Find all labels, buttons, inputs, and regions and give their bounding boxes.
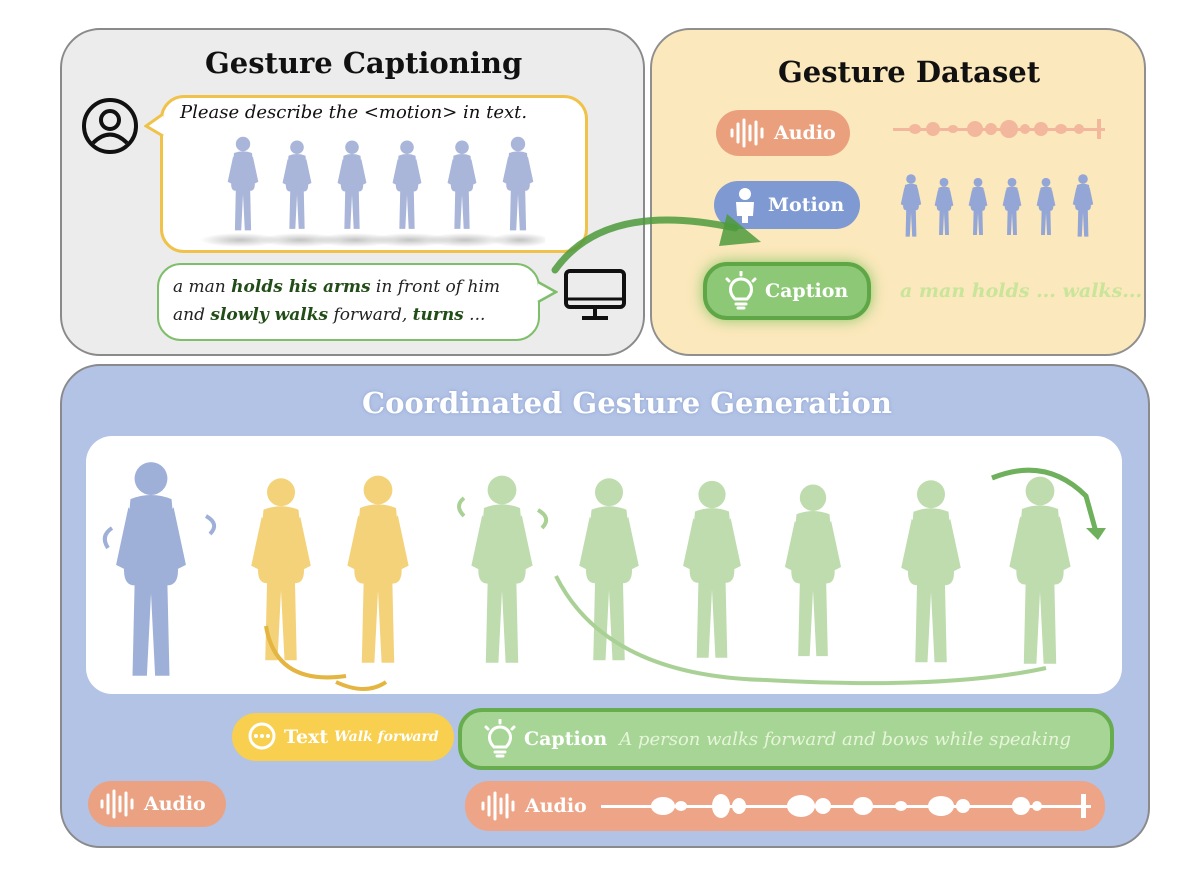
generation-audio-pill-right: Audio	[465, 781, 1105, 831]
dataset-audio-label: Audio	[774, 122, 836, 144]
text-driven-figures	[251, 475, 409, 663]
monitor-icon	[564, 269, 626, 320]
response-text-3: and	[173, 305, 211, 325]
gesture-dataset-title: Gesture Dataset	[778, 55, 1041, 89]
dataset-audio-waveform	[893, 119, 1105, 139]
generation-caption-label: Caption	[524, 728, 608, 750]
response-text-5: ...	[463, 305, 486, 325]
person-icon	[736, 188, 754, 223]
dataset-audio-pill: Audio	[716, 110, 850, 156]
lightbulb-icon	[484, 719, 516, 758]
lightbulb-icon	[725, 271, 757, 310]
dataset-motion-figures	[900, 174, 1094, 237]
response-text-1: a man	[173, 277, 232, 297]
response-bold-3: turns	[412, 305, 464, 325]
coordinated-generation-title: Coordinated Gesture Generation	[362, 386, 892, 420]
generation-text-value: Walk forward	[334, 729, 439, 745]
dataset-motion-pill: Motion	[714, 181, 860, 229]
response-bold-2: slowly walks	[210, 305, 329, 325]
prompt-bubble-tail	[144, 112, 164, 138]
generation-text-label: Text	[284, 726, 329, 748]
generation-audio-left-label: Audio	[144, 793, 206, 815]
response-text-2: in front of him	[370, 277, 500, 297]
speech-bubble-icon	[248, 722, 276, 750]
response-bold-1: holds his arms	[231, 277, 371, 297]
motion-sequence-figures	[200, 136, 545, 247]
gesture-captioning-title: Gesture Captioning	[205, 46, 523, 80]
dataset-caption-pill: Caption	[703, 262, 871, 320]
dataset-caption-text: a man holds ... walks...	[900, 280, 1143, 302]
dataset-motion-label: Motion	[768, 194, 845, 216]
caption-driven-figures	[471, 475, 1071, 664]
audio-driven-figure	[116, 462, 186, 676]
generation-text-pill: Text Walk forward	[232, 713, 454, 761]
dataset-caption-label: Caption	[765, 280, 849, 302]
waveform-icon	[730, 118, 764, 148]
generation-audio-right-label: Audio	[525, 795, 587, 817]
generation-audio-waveform	[600, 794, 1091, 818]
generation-caption-text: A person walks forward and bows while sp…	[619, 728, 1072, 750]
generation-caption-pill: Caption A person walks forward and bows …	[458, 708, 1114, 770]
prompt-text: Please describe the <motion> in text.	[180, 102, 528, 123]
user-icon	[82, 98, 138, 154]
caption-transfer-arrow	[551, 214, 761, 274]
caption-response-bubble: a man holds his arms in front of him and…	[157, 263, 540, 341]
generated-motion-figures	[102, 462, 1106, 691]
generation-audio-pill-left: Audio	[88, 781, 226, 827]
waveform-icon	[481, 791, 515, 821]
response-bubble-tail	[537, 280, 558, 304]
waveform-icon	[100, 789, 134, 819]
response-text-4: forward,	[328, 305, 413, 325]
